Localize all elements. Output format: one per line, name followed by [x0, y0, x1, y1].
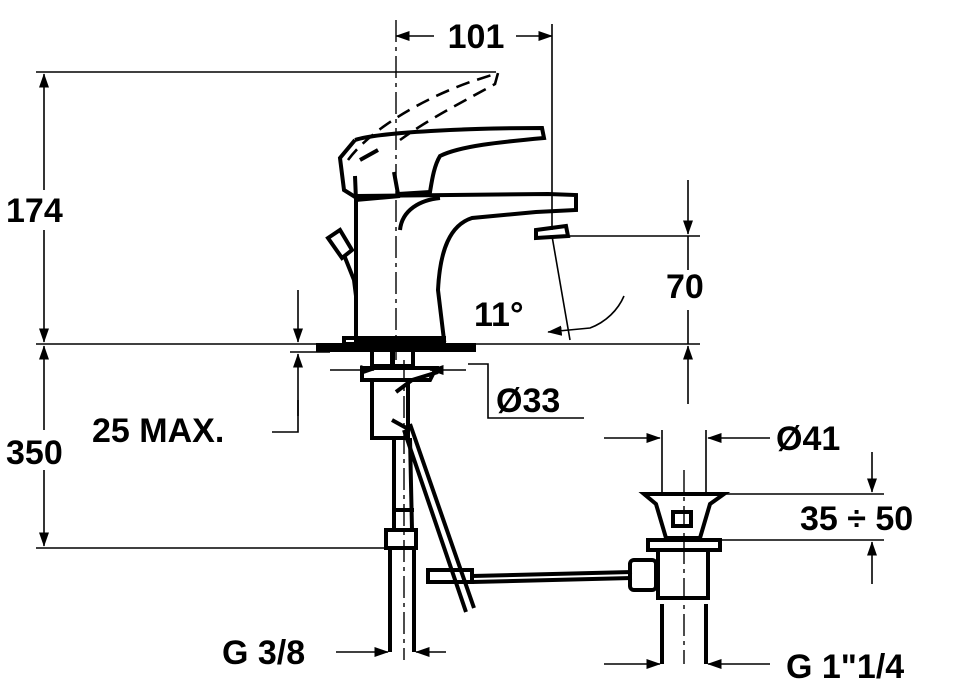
waste-thread-label: G 1"1/4: [786, 648, 904, 686]
hose-length-label: 350: [6, 434, 63, 472]
waste-assembly: [628, 492, 731, 664]
dimension-lines: [36, 24, 884, 670]
spout-reach-label: 101: [448, 18, 505, 56]
mounting-assembly: [360, 342, 440, 440]
spout-height-label: 70: [666, 268, 704, 306]
deck-thickness-label: 25 MAX.: [92, 412, 224, 450]
supply-hose: [384, 437, 418, 652]
supply-thread-label: G 3/8: [222, 634, 305, 672]
waste-diameter-label: Ø41: [776, 420, 840, 458]
pop-up-rod: [402, 423, 633, 613]
waste-range-label: 35 ÷ 50: [800, 500, 913, 538]
hole-diameter-label: Ø33: [496, 382, 560, 420]
faucet-body: [316, 71, 578, 352]
spout-angle-label: 11°: [474, 296, 524, 334]
total-height-label: 174: [6, 192, 63, 230]
